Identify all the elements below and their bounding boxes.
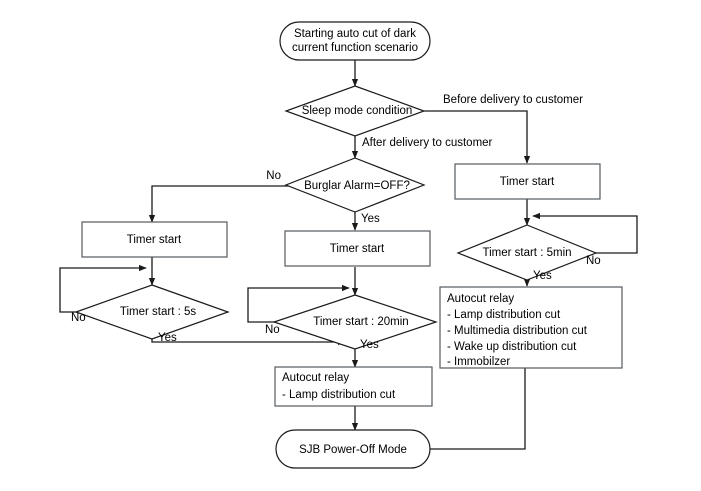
timer-start-left-label: Timer start	[127, 234, 182, 246]
autocut-relay-full-line2: - Lamp distribution cut	[447, 309, 561, 321]
timer-20min-label: Timer start : 20min	[313, 316, 408, 328]
node-sleep-mode-condition[interactable]: Sleep mode condition	[284, 85, 426, 137]
timer-start-right-shape	[454, 163, 601, 200]
connector-5s-yes	[151, 338, 346, 346]
sleep-mode-label: Sleep mode condition	[302, 105, 413, 117]
node-start[interactable]: Starting auto cut of dark current functi…	[279, 21, 431, 61]
autocut-relay-full-line5: - Immobilzer	[447, 356, 510, 368]
edge-label-20min-yes: Yes	[360, 339, 379, 351]
connector-5min-no-loop	[532, 212, 638, 254]
edge-label-before-delivery: Before delivery to customer	[443, 94, 583, 106]
connector-sleep-before-delivery	[424, 110, 531, 164]
edge-labels: Before delivery to customer After delive…	[71, 94, 601, 351]
start-label-line2: current function scenario	[292, 42, 418, 54]
connector-burglar-no	[148, 185, 289, 223]
timer-5min-label: Timer start : 5min	[482, 247, 571, 259]
sleep-mode-diamond-shape	[284, 85, 426, 137]
connector-5s-no-loop	[59, 264, 147, 313]
timer-5s-label: Timer start : 5s	[120, 306, 196, 318]
connectors	[59, 60, 638, 450]
node-sjb-power-off-mode[interactable]: SJB Power-Off Mode	[275, 429, 431, 469]
node-burglar-alarm[interactable]: Burglar Alarm=OFF?	[284, 157, 426, 213]
node-timer-20min[interactable]: Timer start : 20min	[272, 294, 438, 350]
autocut-relay-lamp-line2: - Lamp distribution cut	[282, 389, 396, 401]
connector-20min-no-loop	[247, 284, 350, 323]
timer-5s-diamond-shape	[74, 284, 230, 340]
edge-label-burglar-yes: Yes	[361, 213, 380, 225]
edge-label-20min-no: No	[265, 324, 280, 336]
start-terminator-shape	[279, 21, 431, 61]
node-autocut-relay-lamp[interactable]: Autocut relay - Lamp distribution cut	[274, 366, 433, 407]
timer-start-mid-label: Timer start	[330, 243, 385, 255]
node-timer-5min[interactable]: Timer start : 5min	[456, 224, 598, 281]
node-autocut-relay-full[interactable]: Autocut relay - Lamp distribution cut - …	[439, 286, 623, 369]
edge-label-5s-yes: Yes	[158, 332, 177, 344]
autocut-relay-full-shape	[439, 286, 623, 369]
node-timer-start-right[interactable]: Timer start	[454, 163, 601, 200]
autocut-relay-lamp-shape	[274, 366, 433, 407]
edge-label-5s-no: No	[71, 312, 86, 324]
timer-20min-diamond-shape	[272, 294, 438, 350]
burglar-alarm-diamond-shape	[284, 157, 426, 213]
timer-start-left-shape	[81, 221, 228, 258]
node-timer-start-left[interactable]: Timer start	[81, 221, 228, 258]
connector-autocut-big-to-sjb	[430, 368, 526, 450]
timer-start-mid-shape	[284, 230, 431, 267]
edge-label-5min-no: No	[586, 255, 601, 267]
sjb-power-off-label: SJB Power-Off Mode	[299, 444, 407, 456]
edge-label-5min-yes: Yes	[533, 270, 552, 282]
node-timer-start-mid[interactable]: Timer start	[284, 230, 431, 267]
timer-5min-diamond-shape	[456, 224, 598, 281]
autocut-relay-full-line1: Autocut relay	[447, 293, 514, 305]
start-label-line1: Starting auto cut of dark	[294, 28, 416, 40]
burglar-alarm-label: Burglar Alarm=OFF?	[304, 180, 410, 192]
edge-label-after-delivery: After delivery to customer	[362, 137, 493, 149]
sjb-power-off-shape	[275, 429, 431, 469]
node-timer-5s[interactable]: Timer start : 5s	[74, 284, 230, 340]
edge-label-burglar-no: No	[266, 170, 281, 182]
autocut-relay-full-line4: - Wake up distribution cut	[447, 341, 577, 353]
autocut-relay-lamp-line1: Autocut relay	[282, 372, 349, 384]
autocut-relay-full-line3: - Multimedia distribution cut	[447, 325, 588, 337]
timer-start-right-label: Timer start	[500, 176, 555, 188]
